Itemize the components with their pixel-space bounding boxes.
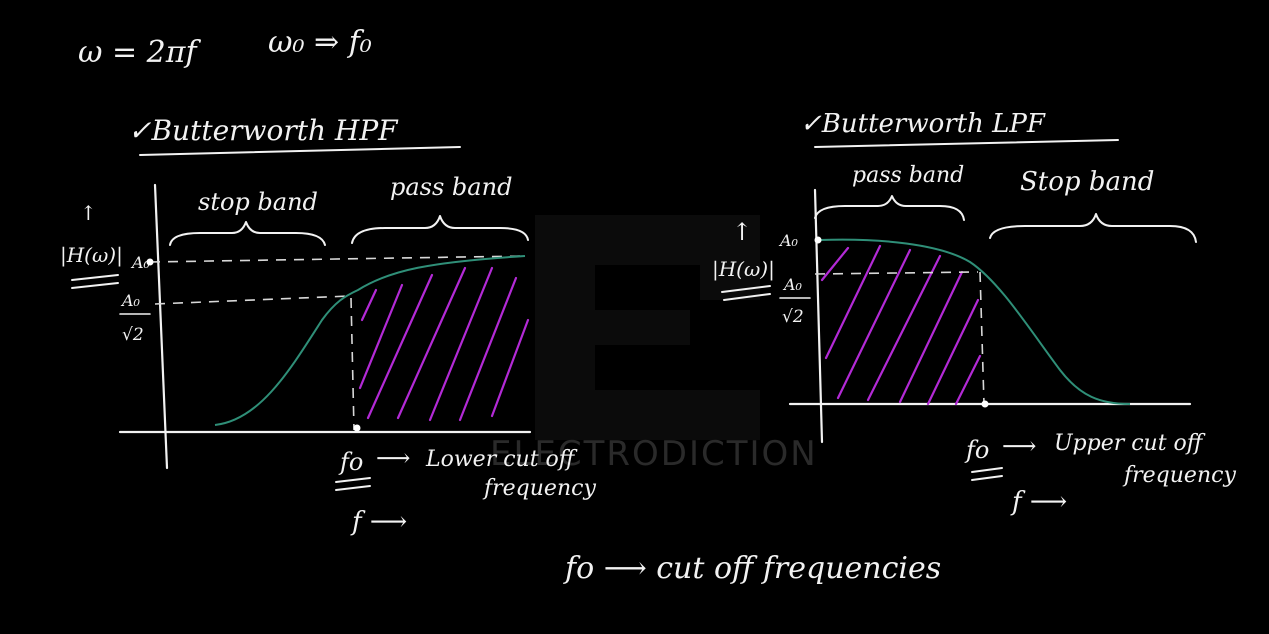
- watermark-text: ELECTRODICTION: [490, 434, 818, 474]
- lpf-fo-arrow: ⟶: [1002, 432, 1036, 460]
- lpf-a0-marker: [814, 236, 822, 244]
- hpf-pass-band-hatch: [358, 266, 530, 422]
- hpf-diagram: ✓Butterworth HPF stop band pass band ↑ |…: [60, 114, 596, 537]
- hpf-pass-band-label: pass band: [390, 173, 512, 201]
- lpf-title-underline: [814, 139, 1119, 148]
- hpf-y-label-underline: [71, 274, 119, 289]
- lpf-fo-marker: [981, 400, 989, 408]
- lpf-fo-underline: [971, 467, 1003, 481]
- hpf-fo-arrow: ⟶: [376, 444, 410, 472]
- hpf-pass-band-brace: [351, 215, 529, 244]
- hpf-cutoff-vertical-dashed: [350, 297, 355, 431]
- lpf-pass-band-hatch: [820, 244, 982, 406]
- lpf-stop-band-label: Stop band: [1020, 167, 1154, 197]
- lpf-fo-desc-line2: frequency: [1122, 463, 1236, 488]
- hpf-fo-underline: [335, 477, 371, 491]
- hpf-stop-band-brace: [169, 221, 326, 246]
- lpf-y-axis: [813, 188, 824, 444]
- lpf-pass-band-brace: [814, 195, 965, 221]
- omega-relation: ω = 2πf: [78, 35, 201, 70]
- lpf-cutoff-vertical-dashed: [979, 271, 985, 405]
- lpf-f-arrow: f ⟶: [1010, 487, 1067, 517]
- lpf-stop-band-brace: [989, 213, 1197, 243]
- lpf-response-curve: [819, 238, 1131, 405]
- lpf-cutoff-level-dashed: [814, 271, 979, 275]
- hpf-y-axis: [153, 183, 169, 470]
- hpf-a0-marker: [146, 258, 154, 266]
- watermark-logo: [535, 215, 760, 440]
- hpf-stop-band-label: stop band: [198, 188, 318, 216]
- hpf-fo-desc-line2: frequency: [482, 476, 596, 501]
- lpf-fo-desc-line1: Upper cut off: [1054, 431, 1206, 456]
- lpf-a0-label: A₀: [778, 231, 799, 250]
- lpf-title: ✓Butterworth LPF: [800, 109, 1046, 139]
- hpf-fo-desc-line1: Lower cut off: [425, 447, 578, 472]
- hpf-cutoff-level-dashed: [154, 295, 351, 305]
- lpf-diagram: ✓Butterworth LPF pass band Stop band ↑ |…: [712, 109, 1236, 517]
- hpf-y-axis-label: |H(ω)|: [60, 243, 123, 268]
- hpf-a0-root2-num: A₀: [120, 291, 141, 310]
- cutoff-frequencies-note: fo ⟶ cut off frequencies: [563, 551, 941, 586]
- hpf-fo-marker: [353, 424, 361, 432]
- lpf-y-axis-label: |H(ω)|: [712, 257, 775, 282]
- hpf-a0-label: A₀: [130, 253, 151, 272]
- hpf-a0-root2-den: √2: [122, 325, 144, 345]
- lpf-y-axis-arrow: ↑: [732, 218, 752, 246]
- hpf-title: ✓Butterworth HPF: [128, 114, 399, 147]
- hpf-f-arrow: f ⟶: [350, 507, 407, 537]
- hpf-fo-label: fo: [338, 448, 363, 476]
- lpf-a0-root2-den: √2: [782, 307, 804, 327]
- omega0-relation: ω₀ ⇒ f₀: [268, 25, 372, 60]
- lpf-a0-root2-num: A₀: [782, 275, 803, 294]
- hpf-y-axis-arrow: ↑: [80, 201, 97, 225]
- lpf-fo-label: fo: [964, 436, 989, 464]
- hpf-title-underline: [139, 146, 461, 156]
- lpf-pass-band-label: pass band: [852, 163, 964, 188]
- lpf-y-label-underline: [721, 285, 771, 301]
- hpf-a0-dashed: [149, 255, 526, 263]
- hpf-response-curve: [214, 255, 526, 426]
